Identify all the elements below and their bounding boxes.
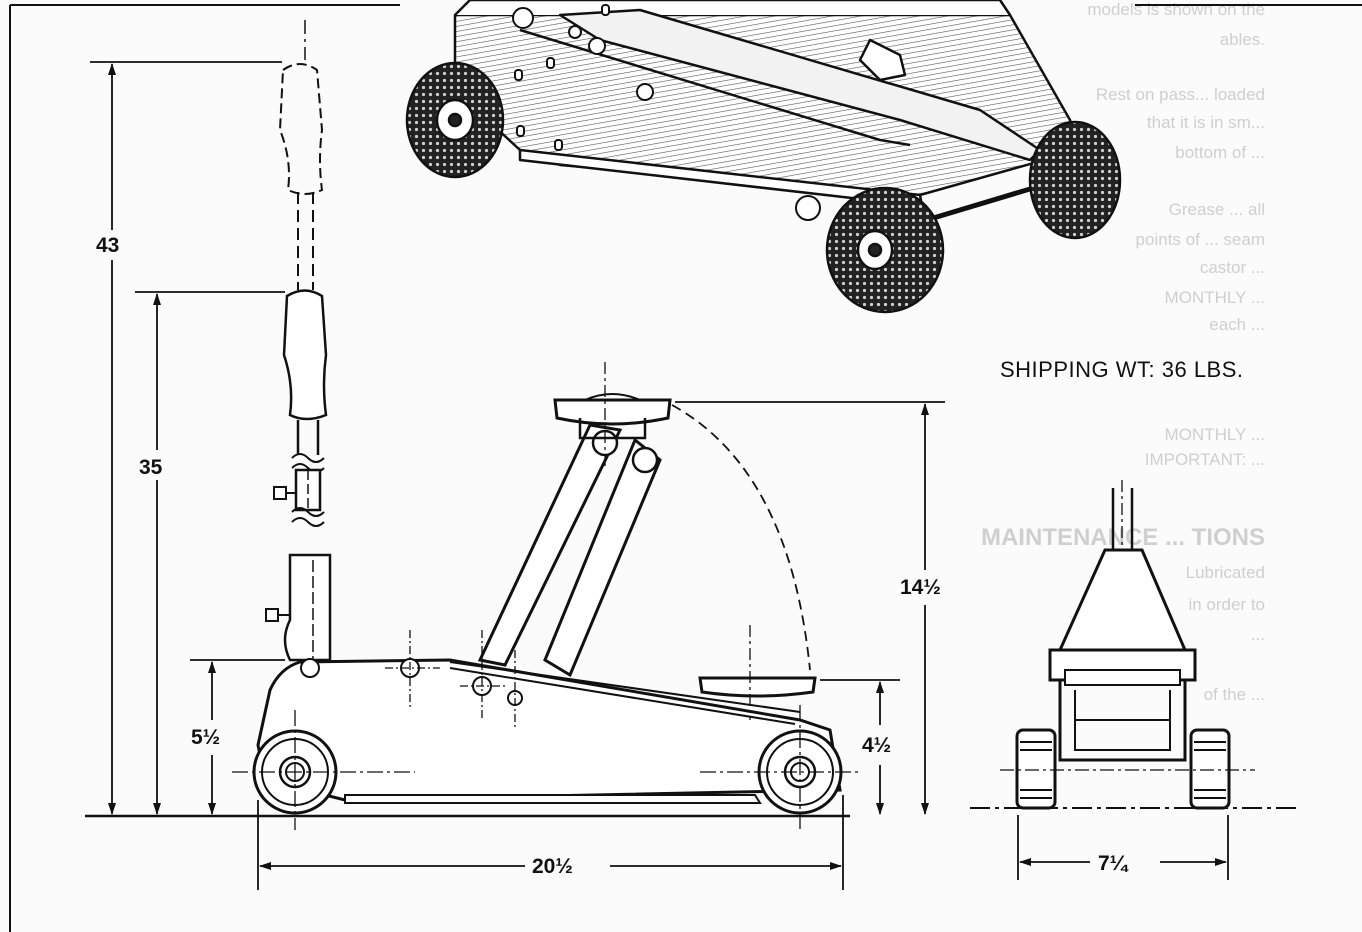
dim-width: 7¼ — [1098, 852, 1129, 875]
jack-wheel-rear-left — [405, 61, 505, 179]
bleed-line: in order to — [1188, 595, 1265, 614]
dim-frame-height: 5½ — [191, 726, 220, 749]
bleed-line: each ... — [1209, 315, 1265, 334]
jack-isometric-view — [405, 0, 1122, 314]
front-wheel-left — [1015, 728, 1057, 810]
plate-bolts — [512, 7, 821, 221]
bleed-line: that it is in sm... — [1147, 113, 1265, 132]
front-wheel-right — [1189, 728, 1231, 810]
shipping-weight-label: SHIPPING WT: 36 LBS. — [1000, 357, 1244, 382]
bleed-line: MONTHLY ... — [1165, 288, 1265, 307]
jack-wheel-front-right — [1028, 120, 1122, 240]
bleed-line: MONTHLY ... — [1165, 425, 1265, 444]
bleed-line: IMPORTANT: ... — [1145, 450, 1265, 469]
bleed-through-text: models is shown on the ables. Rest on pass… — [981, 0, 1265, 704]
jack-wheel-front-left — [825, 186, 945, 314]
dim-length: 20½ — [532, 855, 573, 878]
bleed-line: ... — [1251, 625, 1265, 644]
bleed-line: castor ... — [1200, 258, 1265, 277]
dim-lift-max: 14½ — [900, 576, 941, 599]
bleed-line: ables. — [1220, 30, 1265, 49]
dimension-labels: 43 35 5½ 14½ 4½ 20½ 7¼ — [95, 230, 1158, 882]
bleed-line: Grease ... all — [1169, 200, 1265, 219]
dim-handle-min-height: 35 — [139, 456, 163, 479]
bleed-line: Rest on pass... loaded — [1096, 85, 1265, 104]
bleed-line: models is shown on the — [1087, 0, 1265, 19]
bleed-line: bottom of ... — [1175, 143, 1265, 162]
jack-front-view — [970, 480, 1300, 880]
bleed-line: points of ... seam — [1136, 230, 1265, 249]
page-frame — [9, 4, 1362, 932]
bleed-line: MAINTENANCE ... TIONS — [981, 524, 1265, 551]
bleed-line: of the ... — [1204, 685, 1265, 704]
dim-handle-max-height: 43 — [96, 234, 119, 257]
dim-lift-min: 4½ — [862, 734, 891, 757]
jack-side-view — [85, 20, 945, 890]
bleed-line: Lubricated — [1186, 563, 1265, 582]
